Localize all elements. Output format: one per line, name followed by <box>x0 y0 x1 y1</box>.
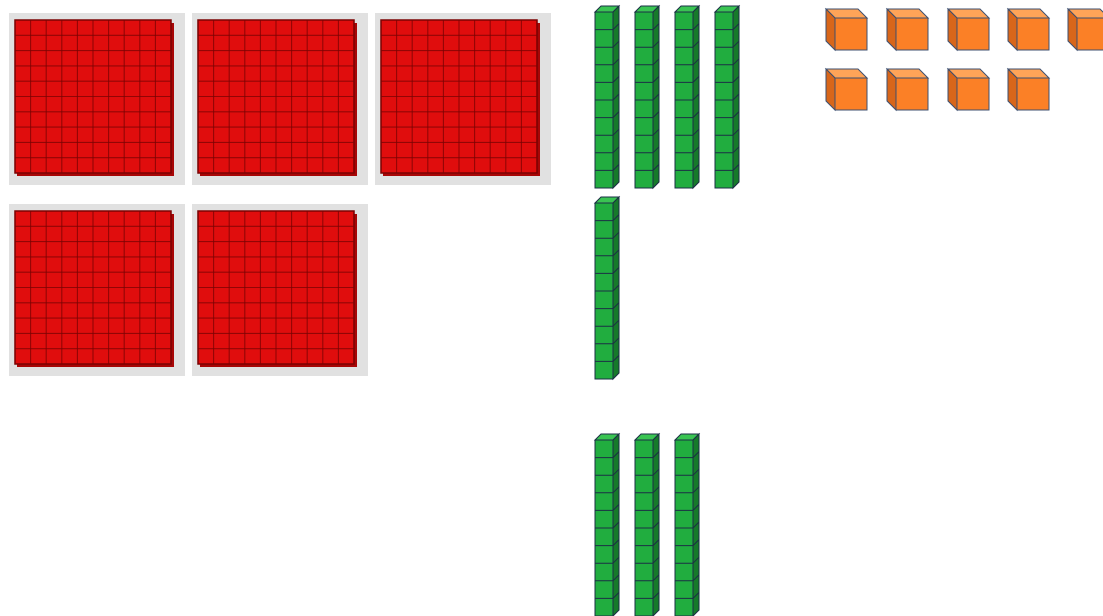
base-ten-unit-cube-8 <box>948 69 989 110</box>
base-ten-unit-cube-9 <box>1008 69 1049 110</box>
base-ten-ten-rod-4 <box>715 6 739 188</box>
base-ten-unit-cube-1 <box>826 9 867 50</box>
ones-cubes-group <box>826 9 1103 110</box>
base-ten-ten-rod-8 <box>675 434 699 616</box>
base-ten-hundred-flat-1 <box>9 13 185 185</box>
base-ten-unit-cube-6 <box>826 69 867 110</box>
base-ten-ten-rod-5 <box>595 197 619 379</box>
hundreds-flats-group <box>9 13 551 376</box>
base-ten-unit-cube-4 <box>1008 9 1049 50</box>
base-ten-ten-rod-6 <box>595 434 619 616</box>
base-ten-hundred-flat-2 <box>192 13 368 185</box>
base-ten-unit-cube-3 <box>948 9 989 50</box>
base-ten-hundred-flat-4 <box>9 204 185 376</box>
base-ten-unit-cube-7 <box>887 69 928 110</box>
base-ten-unit-cube-2 <box>887 9 928 50</box>
base-ten-ten-rod-2 <box>635 6 659 188</box>
base-ten-ten-rod-3 <box>675 6 699 188</box>
base-ten-hundred-flat-5 <box>192 204 368 376</box>
base-ten-unit-cube-5 <box>1068 9 1103 50</box>
base-ten-ten-rod-1 <box>595 6 619 188</box>
base-ten-hundred-flat-3 <box>375 13 551 185</box>
tens-rods-group <box>595 6 739 616</box>
base-ten-ten-rod-7 <box>635 434 659 616</box>
